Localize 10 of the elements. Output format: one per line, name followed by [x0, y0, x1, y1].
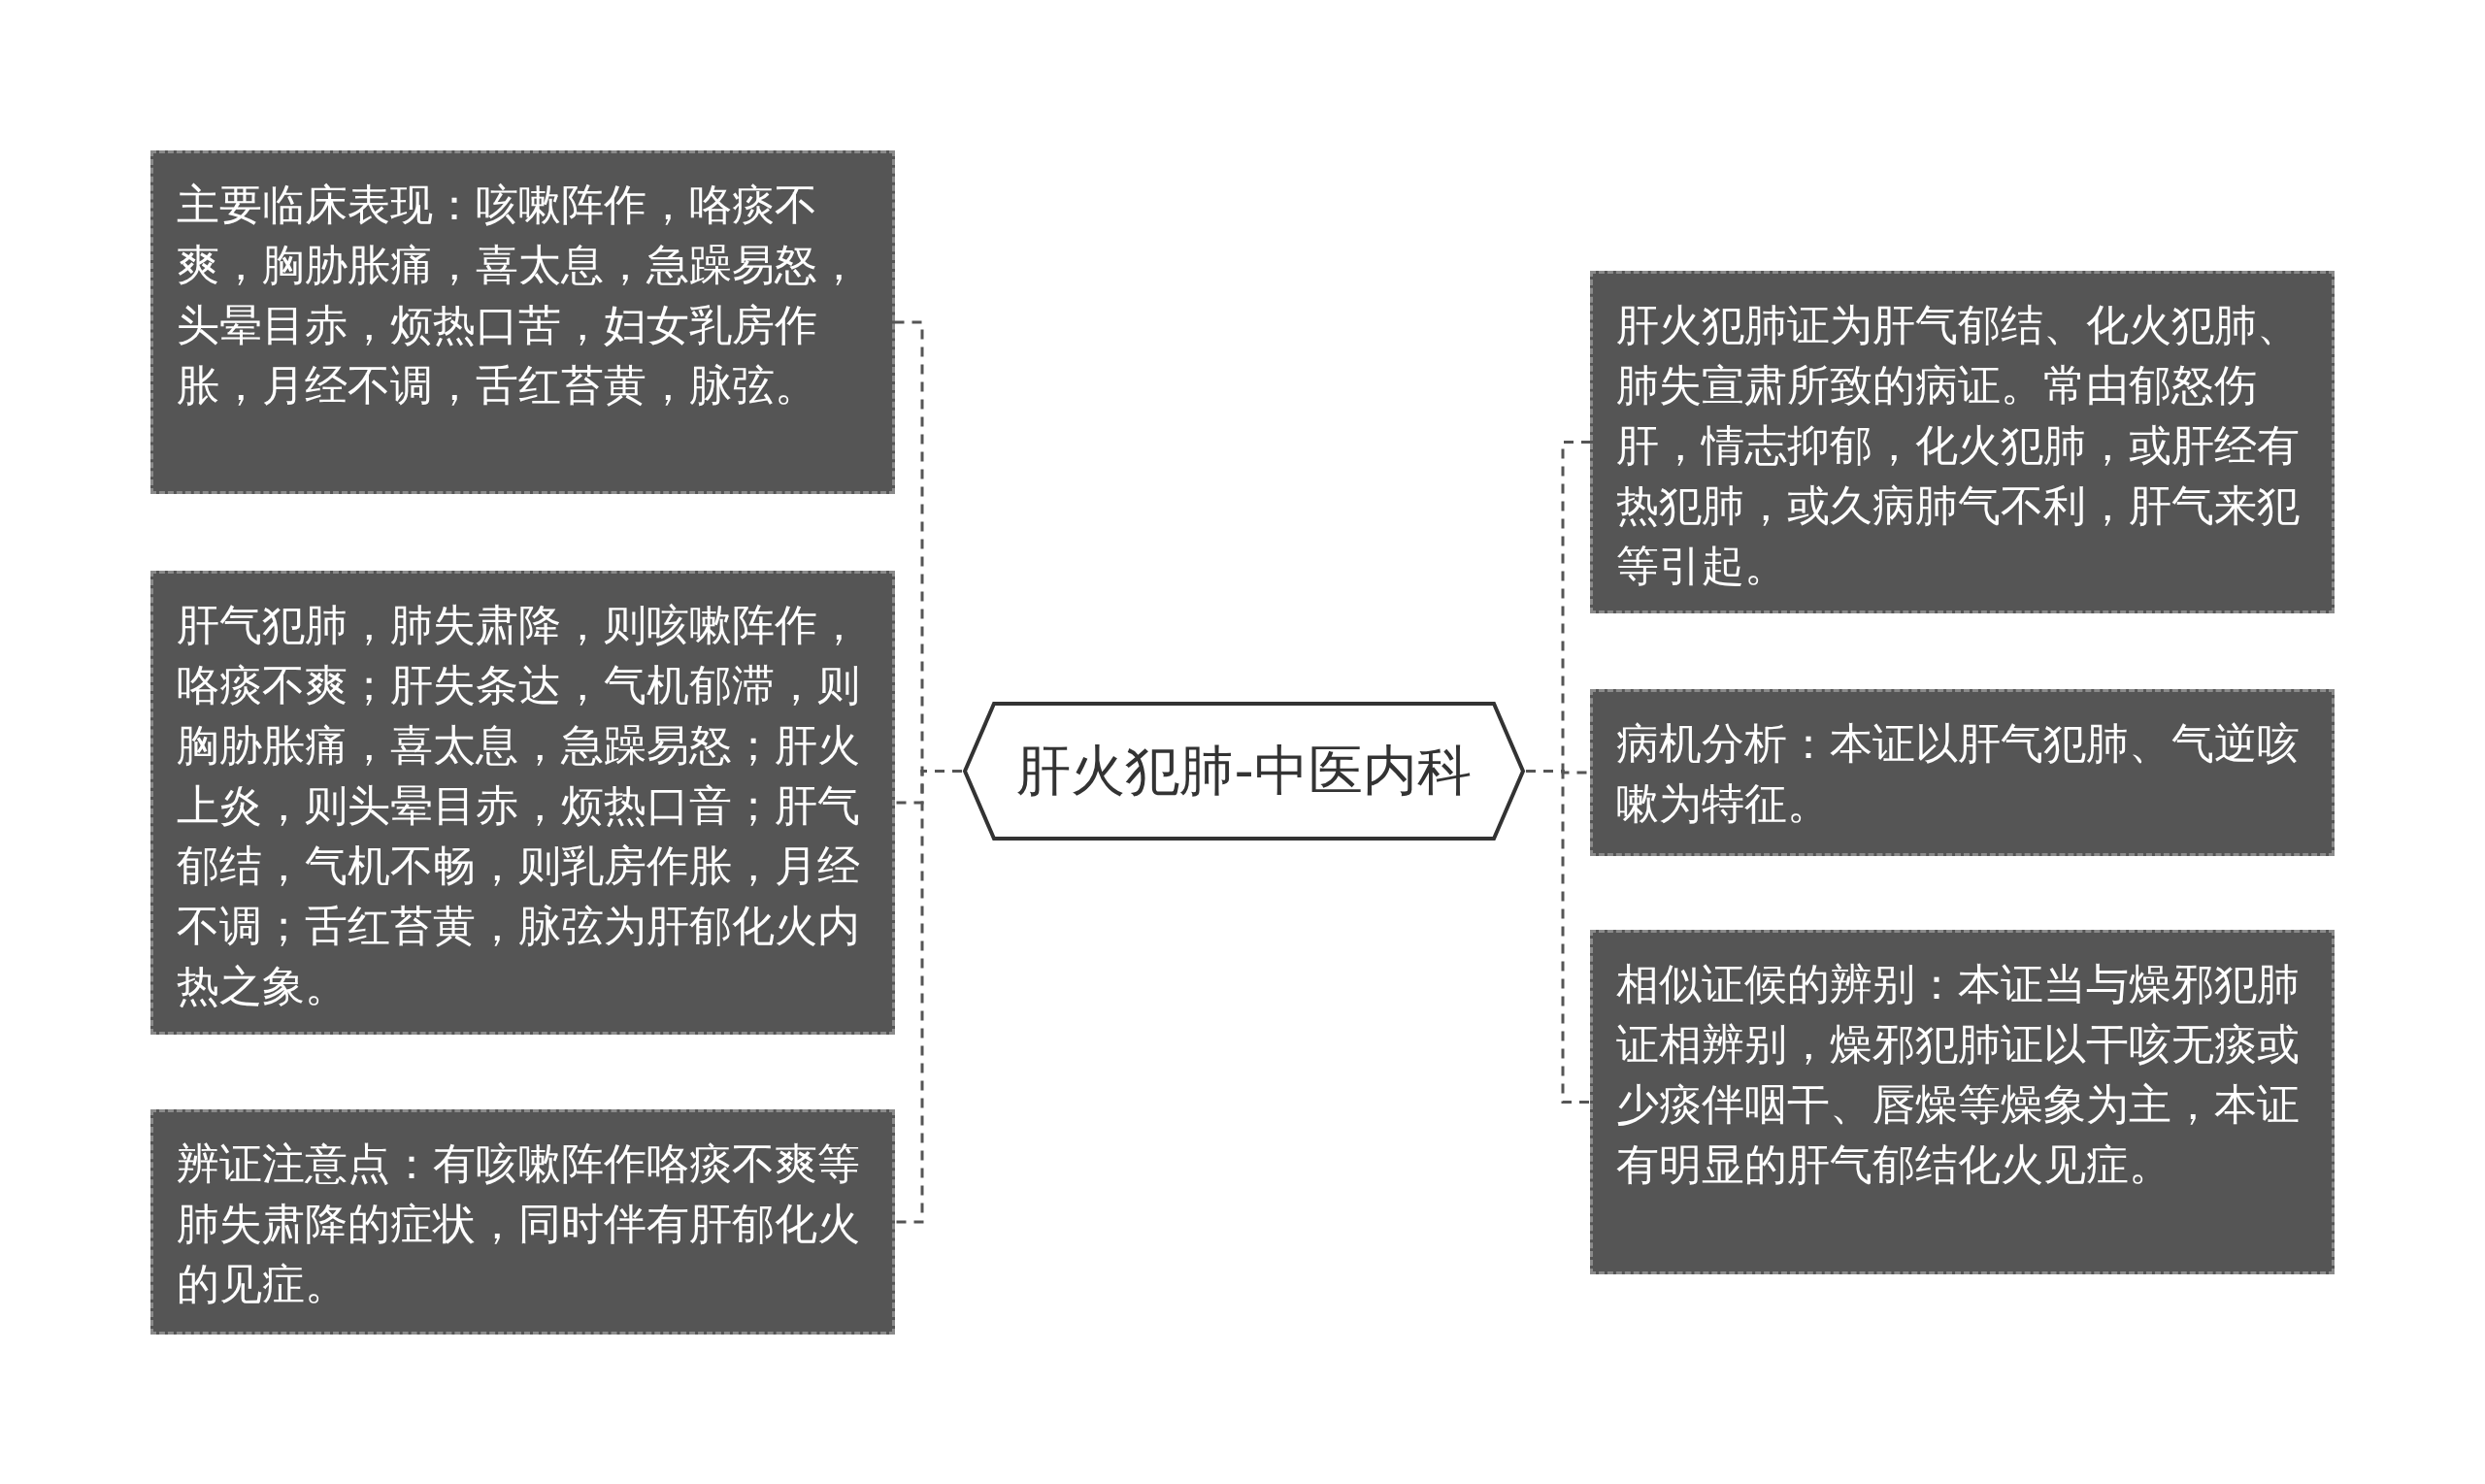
topic-hexagon [962, 701, 1526, 841]
note-box: 肝气犯肺，肺失肃降，则咳嗽阵作，咯痰不爽；肝失条达，气机郁滞，则胸胁胀痛，喜太息，急躁易怒；肝火上炎，则头晕目赤，烦热口音；肝气郁结，气机不畅，则乳房作胀，月经不调；舌红苔黄，脉弦为肝郁化火内热之象。 [150, 571, 895, 1035]
connector-line [1526, 770, 1590, 1104]
note-box: 主要临床表现：咳嗽阵作，咯痰不爽，胸胁胀痛，喜太息，急躁易怒，头晕目赤，烦热口苦，妇女乳房作胀，月经不调，舌红苔黄，脉弦。 [150, 150, 895, 494]
topic-title: 肝火犯肺-中医内科 [1016, 737, 1472, 804]
note-box: 肝火犯肺证为肝气郁结、化火犯肺、肺失宣肃所致的病证。常由郁怒伤肝，情志抑郁，化火犯肺，或肝经有热犯肺，或久病肺气不利，肝气来犯等引起。 [1590, 271, 2335, 613]
connector-line [895, 770, 962, 1224]
note-box: 相似证候的辨别：本证当与燥邪犯肺证相辨别，燥邪犯肺证以干咳无痰或少痰伴咽干、唇燥等燥象为主，本证有明显的肝气郁结化火见症。 [1590, 930, 2335, 1274]
note-box: 辨证注意点：有咳嗽阵作咯痰不爽等肺失肃降的症状，同时伴有肝郁化火的见症。 [150, 1109, 895, 1335]
note-box: 病机分析：本证以肝气犯肺、气逆咳嗽为特征。 [1590, 689, 2335, 856]
